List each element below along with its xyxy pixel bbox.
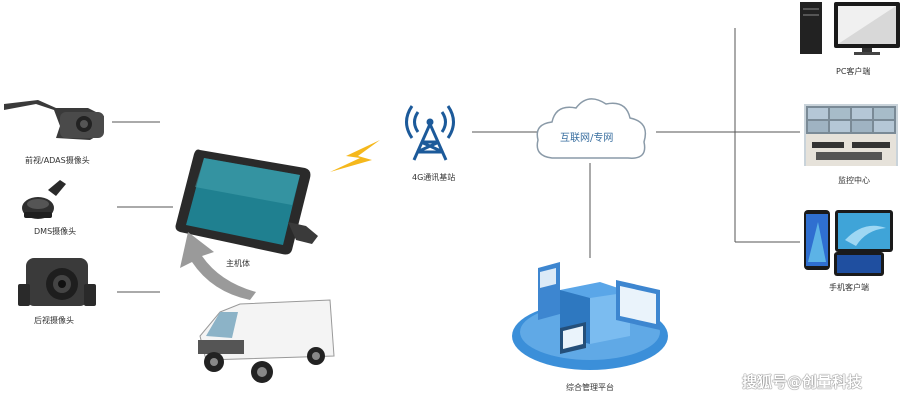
mirror-host-icon [175,149,318,255]
curved-arrow [180,232,256,300]
wireless-lightning-icon [330,140,380,172]
mobile-client-label: 手机客户端 [829,283,869,292]
van-icon [198,299,335,383]
front-camera-label: 前视/ADAS摄像头 [25,156,90,165]
platform-icon [512,262,668,370]
dms-camera-label: DMS摄像头 [34,227,77,236]
base-station-icon [405,105,455,161]
monitoring-center-label: 监控中心 [838,176,870,185]
connector-lines [112,28,800,293]
mobile-client-icon [804,210,893,276]
dms-camera-icon [22,180,66,219]
front-camera-icon [4,100,104,140]
rear-camera-label: 后视摄像头 [34,316,74,325]
watermark: 搜狐号@创量科技 [742,373,863,391]
network-cloud-icon [536,98,647,159]
rear-camera-icon [18,258,96,306]
monitoring-center-icon [804,104,898,166]
platform-label: 综合管理平台 [566,383,614,392]
host-label: 主机体 [226,259,250,268]
network-label: 互联网/专网 [560,133,614,144]
pc-client-icon [800,2,900,55]
base-station-label: 4G通讯基站 [412,173,456,182]
pc-client-label: PC客户端 [836,67,871,76]
